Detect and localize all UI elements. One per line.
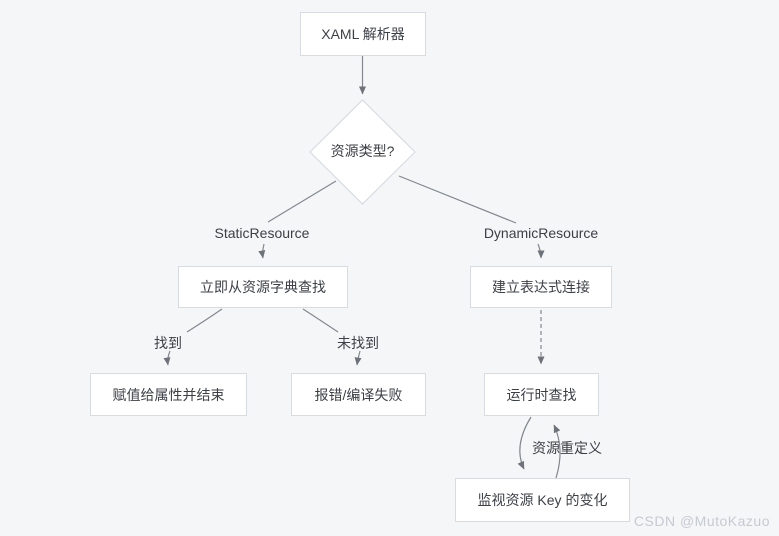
edge-label-not-found: 未找到 (337, 335, 379, 351)
decision-resource-type-label: 资源类型? (330, 143, 395, 159)
node-assign-property-end: 赋值给属性并结束 (90, 373, 247, 416)
edge-label-dynamic-resource: DynamicResource (483, 225, 599, 241)
edge-static-to-immediate (258, 243, 266, 259)
edge-decision-to-static (267, 180, 337, 223)
edge-notfound-to-error (354, 350, 362, 366)
edge-monitor-to-runtime (553, 424, 561, 479)
decision-diamond-shape (309, 99, 416, 205)
edge-label-static-resource: StaticResource (214, 225, 310, 241)
csdn-watermark: CSDN @MutoKazuo (633, 513, 770, 529)
node-xaml-parser: XAML 解析器 (300, 12, 426, 56)
node-monitor-resource-key: 监视资源 Key 的变化 (455, 478, 630, 522)
node-runtime-lookup: 运行时查找 (484, 373, 599, 416)
edge-label-resource-redefine: 资源重定义 (532, 440, 602, 456)
edge-dynamic-to-expression (537, 243, 545, 259)
node-error-compile-fail: 报错/编译失败 (291, 373, 426, 416)
edge-runtime-to-monitor (517, 416, 532, 470)
edge-immediate-to-notfound (302, 308, 339, 333)
node-immediate-dictionary-lookup: 立即从资源字典查找 (178, 266, 348, 308)
edge-found-to-assign (163, 350, 171, 366)
edge-decision-to-dynamic (398, 175, 517, 224)
edge-label-found: 找到 (154, 335, 182, 351)
node-expression-connection: 建立表达式连接 (470, 266, 612, 308)
edge-immediate-to-found (186, 308, 223, 333)
